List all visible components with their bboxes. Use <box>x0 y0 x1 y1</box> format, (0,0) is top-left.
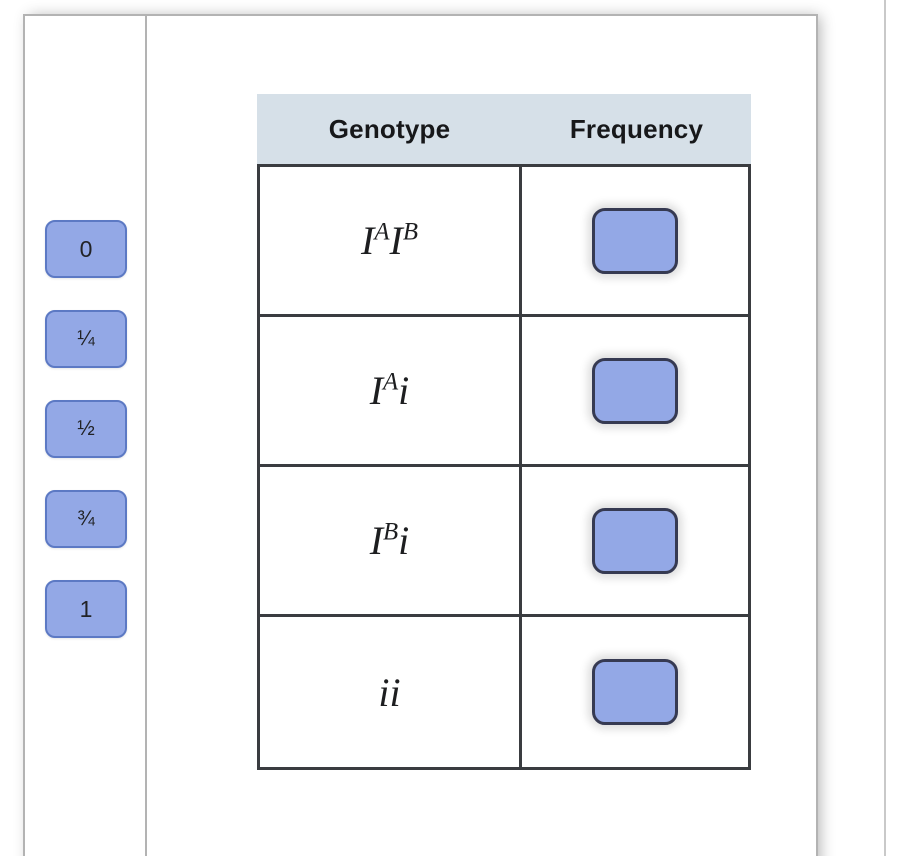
draggable-tile-one-quarter[interactable]: ¼ <box>45 310 127 368</box>
table-row: IBi <box>260 467 748 617</box>
genotype-frequency-table: Genotype Frequency IAIB <box>257 94 751 770</box>
genotype-cell: IAi <box>260 317 522 464</box>
genotype-superscript: A <box>383 368 399 396</box>
frequency-dropzone-row4[interactable] <box>592 659 678 725</box>
exercise-work-area: Genotype Frequency IAIB <box>149 16 816 856</box>
genotype-base: I <box>369 518 384 563</box>
genotype-base: I <box>389 218 403 263</box>
genotype-base: i <box>398 518 410 563</box>
frequency-dropzone-row1[interactable] <box>592 207 678 274</box>
table-row: IAIB <box>260 167 748 317</box>
table-body: IAIB IAi <box>257 164 751 770</box>
frequency-cell <box>522 467 748 614</box>
genotype-cell: IBi <box>260 467 522 614</box>
window-right-edge <box>884 0 886 856</box>
exercise-page-frame: 0 ¼ ½ ¾ 1 Genotype <box>23 14 818 856</box>
genotype-base: I <box>361 218 375 263</box>
genotype-label-IAIB: IAIB <box>361 217 418 264</box>
column-header-genotype: Genotype <box>328 113 451 144</box>
genotype-base: I <box>369 368 384 413</box>
answer-bank-tile-list: 0 ¼ ½ ¾ 1 <box>25 220 147 638</box>
frequency-dropzone-row2[interactable] <box>592 357 678 424</box>
table-header-row: Genotype Frequency <box>257 94 751 164</box>
draggable-tile-1[interactable]: 1 <box>45 580 127 638</box>
genotype-cell: ii <box>260 617 522 767</box>
frequency-cell <box>522 617 748 767</box>
genotype-cell: IAIB <box>260 167 522 314</box>
tile-label: 0 <box>79 235 93 262</box>
genotype-base: i <box>389 669 401 715</box>
genotype-superscript: A <box>374 218 390 246</box>
column-header-frequency: Frequency <box>569 113 704 144</box>
answer-bank-tray: 0 ¼ ½ ¾ 1 <box>25 16 147 856</box>
genotype-superscript: B <box>402 218 418 246</box>
draggable-tile-one-half[interactable]: ½ <box>45 400 127 458</box>
draggable-tile-three-quarters[interactable]: ¾ <box>45 490 127 548</box>
genotype-base: i <box>378 669 390 715</box>
genotype-label-IBi: IBi <box>370 517 410 564</box>
table-row: IAi <box>260 317 748 467</box>
draggable-tile-0[interactable]: 0 <box>45 220 127 278</box>
genotype-label-ii: ii <box>378 669 400 716</box>
frequency-cell <box>522 317 748 464</box>
tile-label: ¼ <box>77 327 95 350</box>
table-row: ii <box>260 617 748 767</box>
genotype-base: i <box>398 368 410 413</box>
frequency-dropzone-row3[interactable] <box>592 507 678 574</box>
frequency-cell <box>522 167 748 314</box>
genotype-superscript: B <box>383 518 399 546</box>
tile-label: ½ <box>77 417 95 440</box>
genotype-label-IAi: IAi <box>370 367 410 414</box>
tile-label: ¾ <box>77 507 95 530</box>
tile-label: 1 <box>79 595 93 622</box>
